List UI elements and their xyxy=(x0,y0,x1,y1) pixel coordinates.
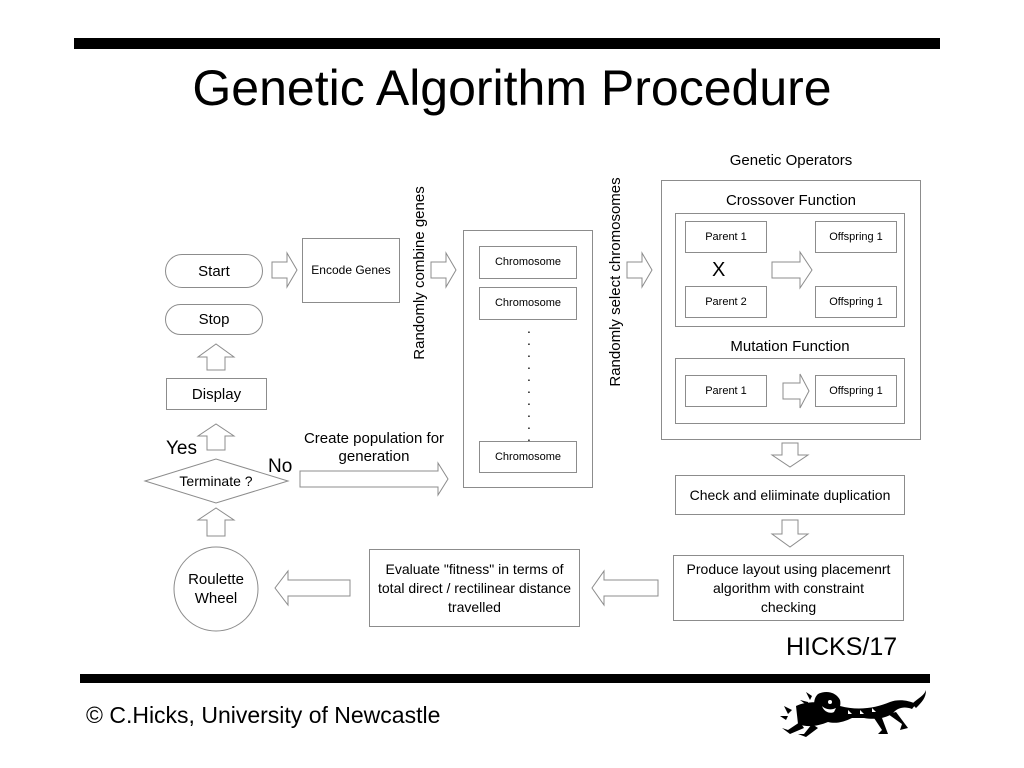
bottom-rule xyxy=(80,674,930,683)
yes-label: Yes xyxy=(166,438,197,459)
terminate-label: Terminate ? xyxy=(179,473,253,489)
crossover-title: Crossover Function xyxy=(725,192,857,209)
start-label: Start xyxy=(198,262,230,280)
crossover-parent1-box: Parent 1 xyxy=(685,221,767,253)
copyright-footer: © C.Hicks, University of Newcastle xyxy=(86,702,441,728)
arrow-roulette-to-terminate xyxy=(196,507,236,537)
ellipsis-dots: .......... xyxy=(527,320,531,444)
randomly-select-label: Randomly select chromosomes xyxy=(607,177,624,387)
crossover-group xyxy=(675,213,905,327)
crossover-offspring1-box: Offspring 1 xyxy=(815,221,897,253)
display-box: Display xyxy=(166,378,267,410)
chromosome-box: Chromosome xyxy=(479,441,577,473)
mutation-group xyxy=(675,358,905,424)
produce-layout-box: Produce layout using placemenrt algorith… xyxy=(673,555,904,621)
arrow-operators-to-check xyxy=(770,442,810,468)
arrow-encode-to-population xyxy=(430,251,457,289)
arrow-check-to-produce xyxy=(770,519,810,548)
create-population-label: Create population for generation xyxy=(303,430,445,465)
arrow-start-to-encode xyxy=(271,251,298,289)
page-title: Genetic Algorithm Procedure xyxy=(192,60,832,116)
arrow-population-to-operators xyxy=(626,251,653,289)
lion-crest-icon xyxy=(780,688,926,737)
chromosome-box: Chromosome xyxy=(479,287,577,320)
start-node: Start xyxy=(165,254,263,288)
crossover-offspring2-box: Offspring 1 xyxy=(815,286,897,318)
mutation-parent-box: Parent 1 xyxy=(685,375,767,407)
check-duplication-label: Check and eliiminate duplication xyxy=(689,487,891,503)
chromosome-label: Chromosome xyxy=(494,256,562,268)
parent-label: Parent 1 xyxy=(705,230,747,243)
arrow-no-to-population xyxy=(299,461,449,497)
mutation-title: Mutation Function xyxy=(730,338,850,355)
evaluate-fitness-box: Evaluate "fitness" in terms of total dir… xyxy=(369,549,580,627)
arrow-terminate-to-display xyxy=(196,423,236,451)
mutation-offspring-box: Offspring 1 xyxy=(815,375,897,407)
chromosome-label: Chromosome xyxy=(494,450,562,463)
display-label: Display xyxy=(191,385,242,403)
evaluate-fitness-label: Evaluate "fitness" in terms of total dir… xyxy=(378,560,571,615)
produce-layout-label: Produce layout using placemenrt algorith… xyxy=(686,560,891,615)
arrow-evaluate-to-roulette xyxy=(274,569,351,607)
roulette-label: Roulette Wheel xyxy=(188,571,244,607)
genetic-operators-group xyxy=(661,180,921,440)
encode-genes-label: Encode Genes xyxy=(311,263,391,277)
parent-label: Parent 2 xyxy=(705,295,747,308)
parent-label: Parent 1 xyxy=(705,384,747,397)
chromosome-box: Chromosome xyxy=(479,246,577,279)
crossover-parent2-box: Parent 2 xyxy=(685,286,767,318)
offspring-label: Offspring 1 xyxy=(829,295,883,308)
arrow-produce-to-evaluate xyxy=(591,569,659,607)
top-rule xyxy=(74,38,940,49)
genetic-operators-title: Genetic Operators xyxy=(729,152,853,169)
population-group xyxy=(463,230,593,488)
check-duplication-box: Check and eliiminate duplication xyxy=(675,475,905,515)
offspring-label: Offspring 1 xyxy=(829,230,883,243)
no-label: No xyxy=(268,456,293,477)
stop-node: Stop xyxy=(165,304,263,335)
offspring-label: Offspring 1 xyxy=(829,384,883,397)
stop-label: Stop xyxy=(198,311,230,328)
page-id: HICKS/17 xyxy=(786,633,898,661)
encode-genes-box: Encode Genes xyxy=(302,238,400,303)
randomly-combine-label: Randomly combine genes xyxy=(411,186,428,360)
arrow-display-to-stop xyxy=(196,343,236,371)
chromosome-label: Chromosome xyxy=(494,297,562,309)
crossover-x-symbol: X xyxy=(712,259,726,281)
